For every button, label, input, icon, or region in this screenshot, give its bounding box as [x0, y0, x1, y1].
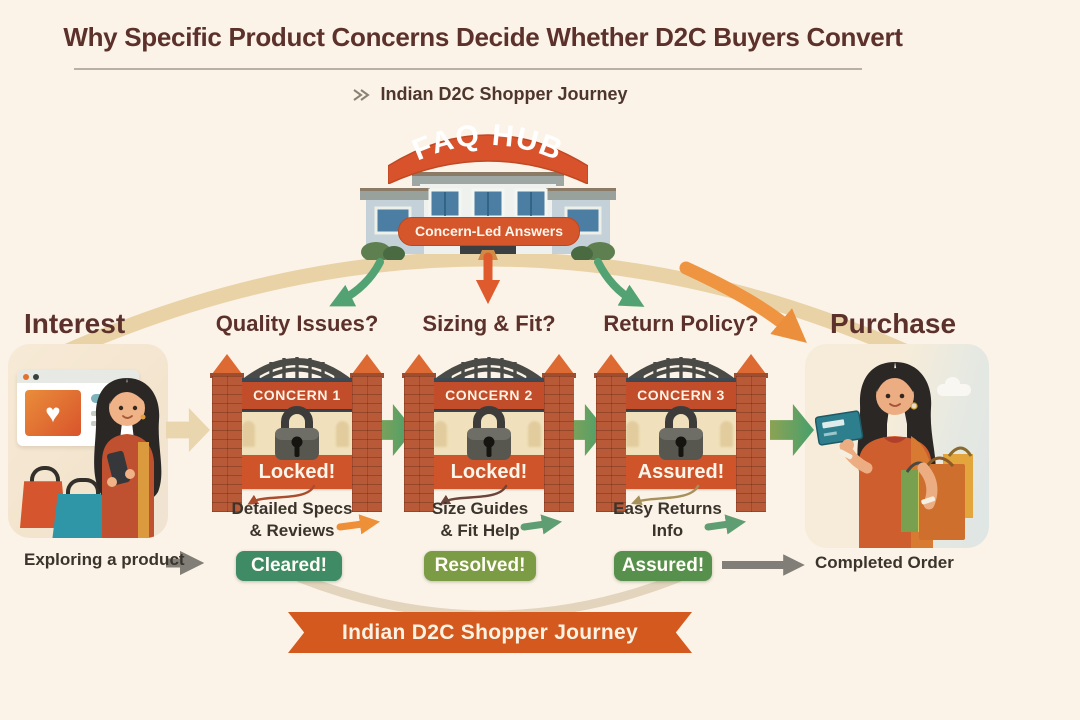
heart-icon: ♥	[45, 398, 61, 428]
result-resolved-badge: Resolved!	[424, 551, 536, 581]
padlock-icon	[275, 406, 319, 460]
crowd-silhouette	[720, 421, 733, 447]
gate-concern-1: CONCERN 1 Locked!	[210, 348, 384, 514]
browser-dot-icon	[23, 374, 29, 380]
shopper-paying-illustration	[815, 362, 973, 548]
fix-line: Detailed Specs	[231, 499, 353, 518]
padlock-icon	[659, 406, 703, 460]
teal-shopping-bag	[52, 478, 110, 538]
crowd-silhouette	[336, 421, 349, 447]
journey-ribbon: Indian D2C Shopper Journey	[288, 612, 692, 653]
question-returns: Return Policy?	[603, 311, 759, 336]
gate-status: Locked!	[420, 455, 558, 489]
gate-concern-2: CONCERN 2 Locked!	[402, 348, 576, 514]
gate-label: CONCERN 2	[431, 382, 547, 409]
brick-pillar	[212, 376, 242, 512]
title-divider	[74, 68, 862, 70]
crowd-silhouette	[434, 421, 447, 447]
stage-interest-label: Interest	[24, 308, 126, 339]
browser-dot-icon	[33, 374, 39, 380]
browser-toolbar	[17, 370, 139, 383]
stage-purchase-label: Purchase	[829, 308, 957, 339]
subtitle-text: Indian D2C Shopper Journey	[380, 84, 628, 104]
brick-pillar	[352, 376, 382, 512]
interest-illustration: ♥	[8, 344, 168, 538]
crowd-silhouette	[626, 421, 639, 447]
fix-line: Size Guides	[431, 499, 529, 518]
page-title: Why Specific Product Concerns Decide Whe…	[63, 22, 903, 52]
interest-caption: Exploring a product	[24, 550, 185, 569]
wishlist-product-tile: ♥	[25, 390, 81, 436]
purchase-caption: Completed Order	[815, 553, 954, 572]
fix-line: & Reviews	[249, 520, 335, 540]
building-windows	[374, 188, 602, 235]
cloud-icon	[937, 377, 971, 396]
credit-card-icon	[815, 410, 864, 446]
result-cleared-badge: Cleared!	[236, 551, 342, 581]
bushes	[361, 242, 615, 260]
fix-sizing: Size Guides & Fit Help	[400, 498, 560, 542]
crowd-silhouette	[242, 421, 255, 447]
brick-pillar	[404, 376, 434, 512]
gate-status: Assured!	[612, 455, 750, 489]
gate-label: CONCERN 3	[623, 382, 739, 409]
fix-line: & Fit Help	[440, 520, 520, 540]
double-chevron-right-icon	[353, 88, 371, 101]
result-assured-badge: Assured!	[614, 551, 712, 581]
brick-pillar	[544, 376, 574, 512]
faq-hub-sign: FAQ HUB	[388, 119, 588, 184]
fix-line: Easy Returns	[613, 499, 722, 518]
gate-concern-3: CONCERN 3 Assured!	[594, 348, 768, 514]
gate-status: Locked!	[228, 455, 366, 489]
fix-line: Info	[651, 520, 684, 540]
brick-pillar	[596, 376, 626, 512]
brick-pillar	[736, 376, 766, 512]
padlock-icon	[467, 406, 511, 460]
hub-banner: Concern-Led Answers	[398, 217, 580, 246]
shopper-browsing-illustration	[94, 378, 162, 538]
crowd-silhouette	[528, 421, 541, 447]
purchase-illustration	[805, 344, 989, 548]
question-sizing: Sizing & Fit?	[422, 311, 556, 336]
gate-label: CONCERN 1	[239, 382, 355, 409]
fix-returns: Easy Returns Info	[590, 498, 745, 542]
fix-quality: Detailed Specs & Reviews	[212, 498, 372, 542]
question-quality: Quality Issues?	[215, 311, 379, 336]
subtitle: Indian D2C Shopper Journey	[0, 84, 980, 105]
